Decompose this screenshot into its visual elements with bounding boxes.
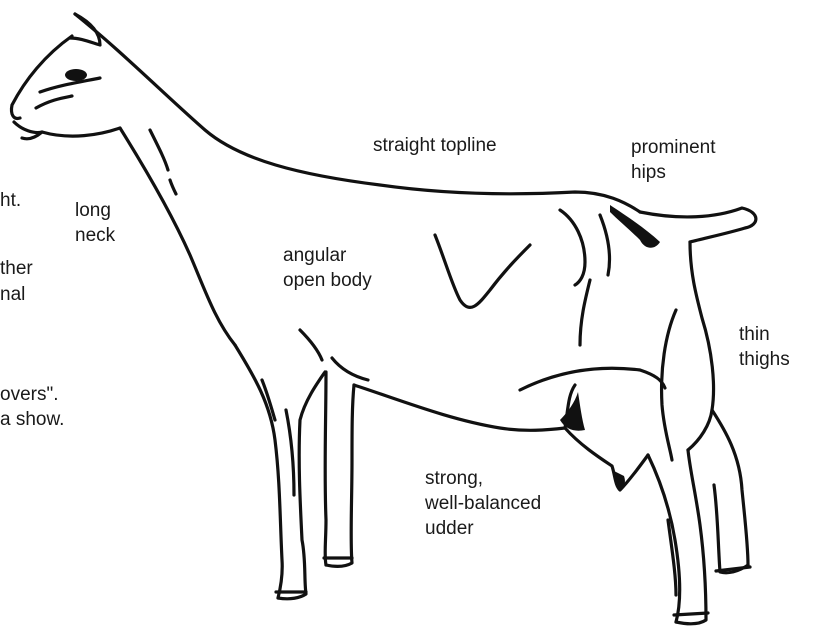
eye-mark [65,69,87,81]
label-prominent-hips: prominent hips [631,135,716,185]
udder-shading [560,392,585,431]
label-angular-body: angular open body [283,243,372,293]
side-text-1: ht. [0,188,21,213]
side-text-4: overs". [0,382,58,407]
label-thin-thighs: thin thighs [739,322,790,372]
hip-shading [610,205,660,248]
side-text-3: nal [0,282,25,307]
label-udder: strong, well-balanced udder [425,466,541,541]
side-text-5: a show. [0,407,64,432]
label-long-neck: long neck [75,198,115,248]
side-text-2: ther [0,256,33,281]
label-straight-topline: straight topline [373,133,497,158]
